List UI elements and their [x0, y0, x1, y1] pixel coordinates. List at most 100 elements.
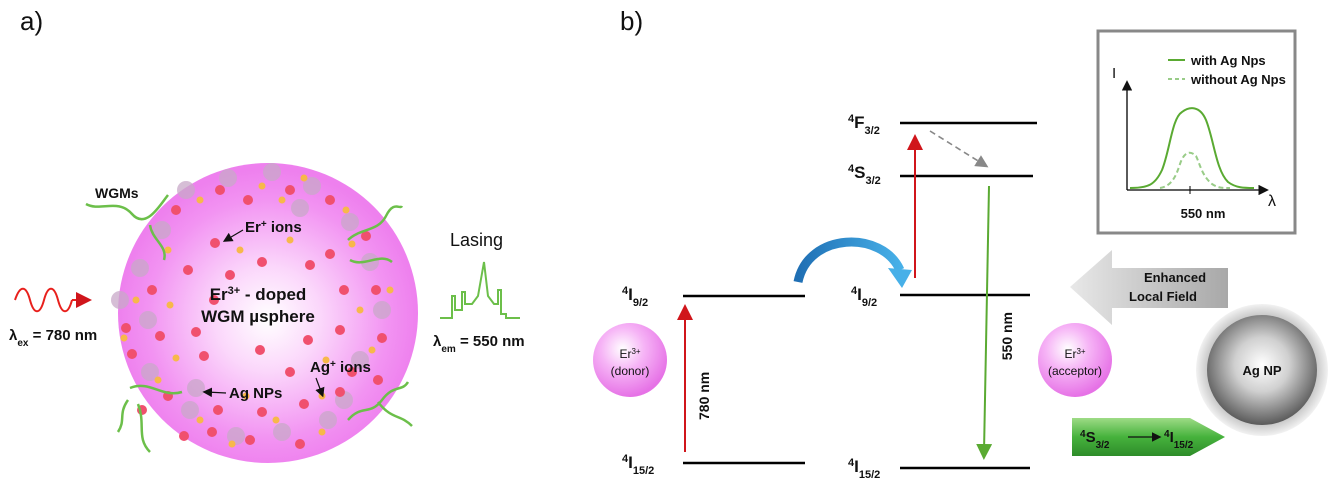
er-ion-dot [361, 231, 371, 241]
ag-np-label: Ag NP [1243, 363, 1282, 378]
panel-b-label: b) [620, 6, 643, 36]
er-ion-dot [347, 367, 357, 377]
inset-curve-with [1129, 107, 1255, 189]
inset-y-label: I [1112, 65, 1116, 82]
lambda-em-label: λem = 550 nm [433, 333, 525, 355]
ag-np-dot [303, 177, 321, 195]
emission-550-arrow [976, 185, 993, 460]
ag-np-dot [153, 221, 171, 239]
lambda-ex-label: λex = 780 nm [9, 327, 97, 349]
energy-transfer-head [888, 268, 912, 288]
local-field-line2: Local Field [1129, 289, 1197, 304]
inset-tick-label: 550 nm [1181, 206, 1226, 221]
ag-np-dot [181, 401, 199, 419]
er-ion-dot [127, 349, 137, 359]
nonradiative-decay-arrow [929, 130, 989, 168]
donor-line1: Er3+ [619, 347, 640, 362]
ag-nps-pointer [202, 387, 227, 398]
er-ion-dot [303, 335, 313, 345]
ag-np-dot [111, 291, 129, 309]
ag-ion-dot [172, 354, 180, 362]
ag-ion-dot [196, 416, 204, 424]
energy-levels [683, 121, 1037, 470]
er-ion-dot [373, 375, 383, 385]
label-i92-donor: 4I9/2 [622, 285, 648, 309]
wgms-label: WGMs [95, 185, 139, 201]
label-s32: 4S3/2 [848, 163, 881, 187]
er-ion-dot [147, 285, 157, 295]
er-ion-dot [121, 323, 131, 333]
ag-np-dot [263, 163, 281, 181]
dopant-dots [111, 163, 394, 449]
donor-line2: (donor) [611, 364, 650, 378]
ag-ion-dot [300, 174, 308, 182]
excitation-780-label: 780 nm [696, 372, 712, 420]
ag-nps-label: Ag NPs [229, 385, 282, 402]
ag-ion-dot [154, 376, 162, 384]
ag-ion-dot [228, 440, 236, 448]
ag-ion-dot [166, 301, 174, 309]
er-ion-dot [209, 295, 219, 305]
er-ion-dot [335, 387, 345, 397]
lasing-spectrum [440, 261, 520, 319]
local-field-arrow [1070, 250, 1228, 325]
wgm-waves [85, 194, 413, 453]
legend-with-label: with Ag Nps [1190, 53, 1266, 68]
energy-transfer-arc [793, 237, 905, 284]
er-ion-dot [257, 407, 267, 417]
emission-550-label: 550 nm [999, 312, 1015, 360]
ag-np-sphere [1207, 315, 1317, 425]
er-ion-dot [285, 367, 295, 377]
label-f32: 4F3/2 [848, 113, 880, 137]
er-ion-dot [335, 325, 345, 335]
ag-np-dot [341, 213, 359, 231]
er-ion-dot [339, 285, 349, 295]
er-ion-dot [285, 185, 295, 195]
er-ions-pointer [222, 229, 244, 242]
er-ion-dot [210, 238, 220, 248]
er-ion-dot [257, 257, 267, 267]
er-ion-dot [255, 345, 265, 355]
ag-ion-dot [120, 334, 128, 342]
er-ion-dot [171, 205, 181, 215]
ag-ions-pointer [315, 377, 325, 398]
lasing-label: Lasing [450, 230, 503, 250]
transition-to: 4I15/2 [1164, 429, 1194, 451]
er-ion-dot [325, 249, 335, 259]
ag-ion-dot [132, 296, 140, 304]
er-ion-dot [213, 405, 223, 415]
ag-np-dot [141, 363, 159, 381]
transition-from: 4S3/2 [1080, 429, 1110, 451]
er-donor-sphere [593, 323, 667, 397]
er-ion-dot [183, 265, 193, 275]
er-ion-dot [207, 427, 217, 437]
ag-ion-dot [356, 306, 364, 314]
er-ion-dot [377, 333, 387, 343]
ag-np-dot [187, 379, 205, 397]
ag-np-dot [227, 427, 245, 445]
er-ion-dot [295, 439, 305, 449]
ag-ion-dot [258, 182, 266, 190]
label-i152-acceptor: 4I15/2 [848, 457, 880, 481]
label-i152-donor: 4I15/2 [622, 453, 654, 477]
ag-np-dot [373, 301, 391, 319]
er-ion-dot [245, 435, 255, 445]
ag-ion-dot [242, 392, 250, 400]
ag-np-dot [291, 199, 309, 217]
ag-np-dot [219, 169, 237, 187]
ag-ions-label: Ag+ ions [310, 359, 371, 377]
ag-ion-dot [278, 196, 286, 204]
er-ion-dot [325, 195, 335, 205]
ag-ion-dot [272, 416, 280, 424]
er-ion-dot [215, 185, 225, 195]
er-ion-dot [179, 431, 189, 441]
ag-ion-dot [164, 246, 172, 254]
ag-ion-dot [196, 196, 204, 204]
ag-ion-dot [368, 346, 376, 354]
ag-np-dot [319, 411, 337, 429]
inset-curve-without [1159, 151, 1231, 189]
ag-ion-dot [286, 236, 294, 244]
ag-np-dot [361, 253, 379, 271]
er-acceptor-sphere [1038, 323, 1112, 397]
er-ion-dot [371, 285, 381, 295]
